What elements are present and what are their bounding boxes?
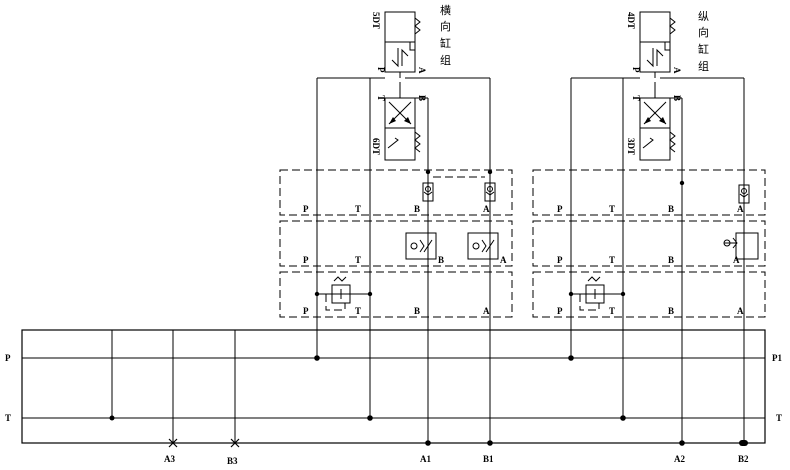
valve-4dt-port-a: A: [672, 67, 682, 74]
solenoid-3dt-label: 3DT: [626, 138, 636, 155]
manifold-left-t-label: T: [5, 413, 11, 423]
outlet-a2-label: A2: [674, 454, 685, 464]
longitudinal-title-char-1: 纵: [698, 10, 709, 23]
solenoid-4dt-label: 4DT: [626, 12, 636, 29]
transverse-cylinder-group: 5DT P A 横 向 缸 组 T B 6DT: [279, 3, 513, 443]
block1-port-t: T: [355, 204, 361, 214]
block3-port-t: T: [355, 306, 361, 316]
relief-valve-block: P T B A: [279, 271, 513, 318]
relief-valve-block-right: P T B A: [532, 271, 766, 318]
block2r-port-a: A: [733, 255, 740, 265]
valve-6dt-port-b: B: [417, 95, 427, 101]
valve-5dt-port-p: P: [376, 67, 386, 73]
check-valve-block: P T B A: [279, 169, 513, 216]
block1-port-p: P: [303, 204, 309, 214]
transverse-title-char-2: 向: [440, 19, 451, 33]
outlet-a1-label: A1: [420, 454, 431, 464]
longitudinal-title-char-3: 缸: [698, 42, 709, 56]
check-valve-block-right: P T B A: [532, 169, 766, 216]
block1r-port-a: A: [737, 204, 744, 214]
block3r-port-a: A: [737, 306, 744, 316]
block2-port-a: A: [500, 255, 507, 265]
transverse-title-char-4: 组: [440, 53, 451, 67]
longitudinal-title-char-4: 组: [698, 59, 709, 73]
directional-valve-4dt: 4DT P A: [626, 11, 682, 78]
block3r-port-p: P: [557, 306, 563, 316]
manifold: P T P1 T A3 B3 A1 B1 A2 B2: [5, 329, 782, 466]
valve-4dt-port-p: P: [631, 67, 641, 73]
block1-port-a: A: [483, 204, 490, 214]
block2-port-b: B: [438, 255, 444, 265]
block1r-port-t: T: [609, 204, 615, 214]
block2-port-p: P: [303, 255, 309, 265]
transverse-title-char-1: 横: [440, 3, 451, 17]
outlet-a3-label: A3: [164, 454, 175, 464]
manifold-left-p-label: P: [5, 353, 11, 363]
outlet-a3-plug: [168, 438, 178, 448]
longitudinal-title-char-2: 向: [698, 25, 709, 39]
outlet-b3-label: B3: [227, 456, 238, 466]
directional-valve-5dt: 5DT P A: [371, 11, 427, 78]
valve-6dt-port-t: T: [376, 95, 386, 101]
block2-port-t: T: [355, 255, 361, 265]
outlet-b3-plug: [230, 438, 240, 448]
throttle-valve-block: P T B A: [279, 220, 513, 267]
transverse-title-char-3: 缸: [440, 36, 451, 50]
valve-3dt-port-b: B: [672, 95, 682, 101]
outlet-b1-label: B1: [483, 454, 494, 464]
directional-valve-3dt: T B 3DT: [626, 82, 683, 161]
solenoid-6dt-label: 6DT: [371, 138, 381, 155]
longitudinal-cylinder-group: 4DT P A 纵 向 缸 组 T B 3DT: [532, 10, 766, 443]
valve-3dt-port-t: T: [631, 95, 641, 101]
solenoid-5dt-label: 5DT: [371, 12, 381, 29]
block3-port-a: A: [483, 306, 490, 316]
block2r-port-p: P: [557, 255, 563, 265]
block1r-port-b: B: [668, 204, 674, 214]
outlet-b2-label: B2: [738, 454, 749, 464]
block3-port-b: B: [414, 306, 420, 316]
block3r-port-t: T: [609, 306, 615, 316]
block2r-port-b: B: [668, 255, 674, 265]
manifold-right-t-label: T: [776, 413, 782, 423]
block2r-port-t: T: [609, 255, 615, 265]
directional-valve-6dt: T B 6DT: [371, 82, 429, 161]
block3-port-p: P: [303, 306, 309, 316]
block3r-port-b: B: [668, 306, 674, 316]
throttle-valve-block-right: P T B A: [532, 220, 766, 267]
block1-port-b: B: [414, 204, 420, 214]
valve-5dt-port-a: A: [417, 67, 427, 74]
block1r-port-p: P: [557, 204, 563, 214]
manifold-right-p-label: P1: [772, 353, 782, 363]
